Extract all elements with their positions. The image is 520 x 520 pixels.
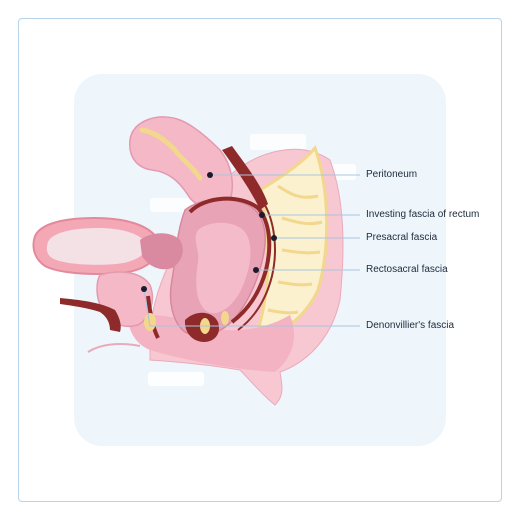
denonvillier-fascia-dot	[141, 286, 147, 292]
peritoneum-dot	[207, 172, 213, 178]
sacral-segments	[267, 184, 323, 315]
label-presacral-fascia: Presacral fascia	[366, 232, 438, 243]
investing-fascia-dot	[259, 212, 265, 218]
prostate	[96, 271, 154, 327]
rectosacral-fascia-dot	[253, 267, 259, 273]
rectum-inner	[195, 222, 251, 314]
presacral-fascia-dot	[271, 235, 277, 241]
penile-line	[87, 343, 141, 353]
presacral-fascia-layer	[237, 199, 276, 331]
bladder-lumen	[46, 228, 147, 265]
investing-fascia-layer	[188, 196, 272, 324]
label-peritoneum: Peritoneum	[366, 169, 418, 180]
peritoneum-layer	[222, 146, 268, 210]
seminal-vesicle	[140, 233, 183, 270]
leader-lines	[143, 174, 360, 327]
label-denonvillier-fascia: Denonvillier's fascia	[366, 320, 455, 331]
colon-mesentery-fat	[139, 127, 203, 181]
urethra	[60, 298, 121, 332]
label-rectosacral-fascia: Rectosacral fascia	[366, 264, 448, 275]
pelvic-floor	[128, 315, 295, 372]
label-investing-fascia: Investing fascia of rectum	[366, 209, 480, 220]
label-dots	[141, 172, 277, 292]
